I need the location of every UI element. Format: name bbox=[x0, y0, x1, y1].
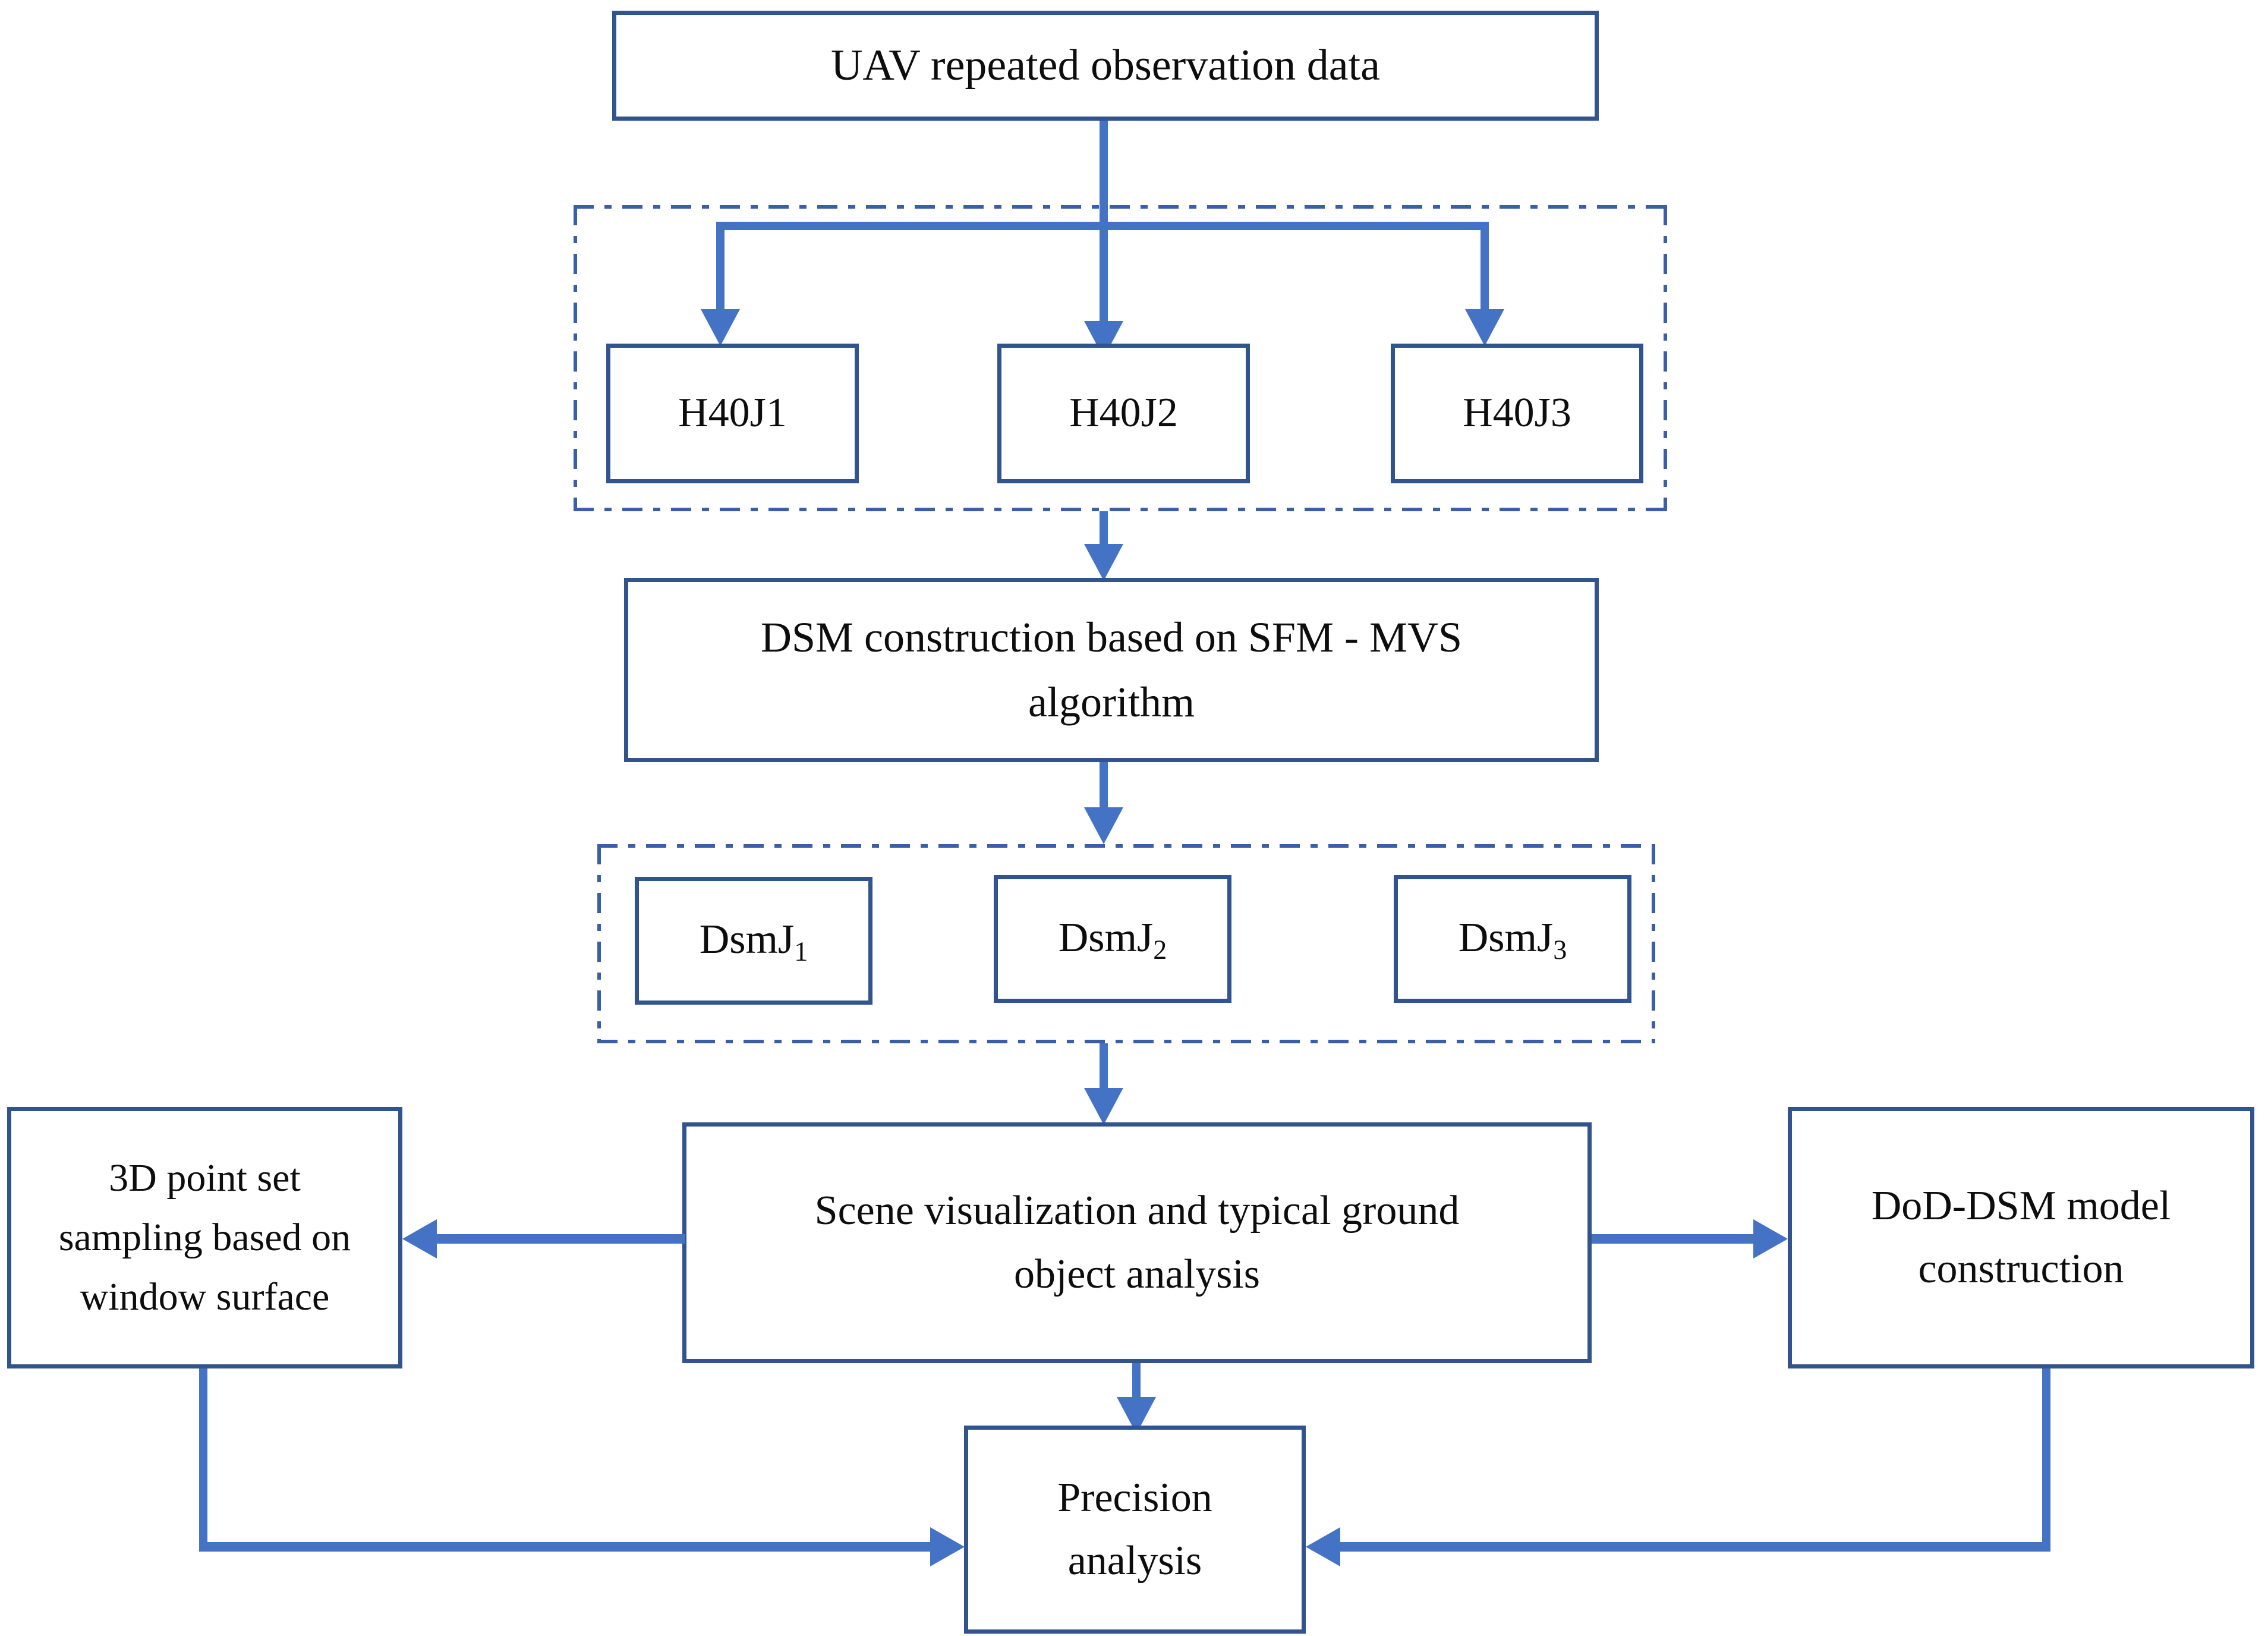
arrowhead-to-precision-right bbox=[1306, 1527, 1340, 1566]
node-point-set-line3: window surface bbox=[80, 1275, 330, 1319]
node-dsmj1[interactable]: DsmJ1 bbox=[635, 877, 872, 1005]
node-h40j1[interactable]: H40J1 bbox=[606, 344, 859, 483]
node-precision-analysis[interactable]: Precision analysis bbox=[964, 1426, 1306, 1634]
node-h40j3-label: H40J3 bbox=[1463, 390, 1571, 436]
edge-dod-to-precision-vertical bbox=[2042, 1368, 2050, 1550]
node-dsmj3-base: DsmJ bbox=[1458, 915, 1554, 961]
edge-uav-to-split bbox=[1100, 121, 1108, 222]
edge-dod-to-precision-horizontal bbox=[1340, 1542, 2050, 1552]
node-dod-dsm-model-label: DoD-DSM model construction bbox=[1861, 1175, 2182, 1301]
node-h40j2-label: H40J2 bbox=[1069, 390, 1178, 436]
edge-scene-to-dod-dsm bbox=[1592, 1234, 1753, 1244]
node-dsmj1-label: DsmJ1 bbox=[689, 908, 819, 973]
edge-scene-to-point-set bbox=[437, 1234, 685, 1244]
node-dsmj1-base: DsmJ bbox=[699, 917, 795, 963]
node-dsmj3[interactable]: DsmJ3 bbox=[1394, 875, 1631, 1003]
node-scene-visualization[interactable]: Scene visualization and typical ground o… bbox=[682, 1122, 1592, 1363]
node-scene-visualization-label: Scene visualization and typical ground o… bbox=[804, 1179, 1470, 1306]
node-dsmj2[interactable]: DsmJ2 bbox=[994, 875, 1231, 1003]
node-precision-line1: Precision bbox=[1057, 1474, 1212, 1521]
node-point-set-line1: 3D point set bbox=[109, 1156, 301, 1200]
node-scene-line2: object analysis bbox=[1013, 1251, 1261, 1297]
node-dsm-construction-label: DSM construction based on SFM - MVS algo… bbox=[750, 605, 1473, 735]
node-dod-dsm-model[interactable]: DoD-DSM model construction bbox=[1788, 1107, 2254, 1368]
edge-point-set-to-precision-horizontal bbox=[199, 1542, 930, 1552]
node-point-set-sampling[interactable]: 3D point set sampling based on window su… bbox=[7, 1107, 402, 1368]
node-point-set-sampling-label: 3D point set sampling based on window su… bbox=[48, 1149, 361, 1327]
edge-split-left-drop bbox=[716, 222, 724, 314]
arrowhead-to-h40j1 bbox=[701, 309, 740, 346]
edge-point-set-to-precision-vertical bbox=[199, 1368, 207, 1550]
node-dsmj2-subscript: 2 bbox=[1153, 935, 1167, 965]
node-h40j3[interactable]: H40J3 bbox=[1391, 344, 1643, 483]
node-dsm-construction[interactable]: DSM construction based on SFM - MVS algo… bbox=[624, 578, 1599, 762]
node-dsmj1-subscript: 1 bbox=[794, 936, 808, 967]
node-uav-data[interactable]: UAV repeated observation data bbox=[612, 11, 1599, 121]
arrowhead-to-scene bbox=[1084, 1088, 1123, 1125]
arrowhead-to-dsm-group bbox=[1084, 807, 1123, 844]
node-h40j2[interactable]: H40J2 bbox=[997, 344, 1250, 483]
arrowhead-to-point-set bbox=[402, 1219, 437, 1259]
node-dsmj2-label: DsmJ2 bbox=[1048, 907, 1178, 971]
node-dsm-construction-line2: algorithm bbox=[1028, 678, 1195, 726]
node-dsmj3-subscript: 3 bbox=[1553, 935, 1567, 965]
node-dod-line2: construction bbox=[1918, 1246, 2124, 1292]
node-h40j1-label: H40J1 bbox=[678, 390, 787, 436]
arrowhead-to-precision-left bbox=[930, 1527, 965, 1566]
node-uav-data-label: UAV repeated observation data bbox=[830, 41, 1381, 90]
node-precision-line2: analysis bbox=[1067, 1538, 1202, 1584]
edge-split-right-drop bbox=[1480, 222, 1489, 314]
node-dod-line1: DoD-DSM model bbox=[1871, 1182, 2171, 1229]
arrowhead-to-dsm-construction bbox=[1084, 544, 1123, 581]
node-dsmj2-base: DsmJ bbox=[1058, 915, 1154, 961]
node-dsmj3-label: DsmJ3 bbox=[1448, 907, 1578, 971]
node-dsm-construction-line1: DSM construction based on SFM - MVS bbox=[760, 613, 1463, 661]
arrowhead-to-dod-dsm bbox=[1753, 1219, 1788, 1259]
edge-split-mid-drop bbox=[1100, 222, 1108, 326]
node-precision-analysis-label: Precision analysis bbox=[1047, 1467, 1223, 1593]
node-point-set-line2: sampling based on bbox=[58, 1215, 351, 1259]
arrowhead-to-h40j3 bbox=[1465, 309, 1504, 346]
node-scene-line1: Scene visualization and typical ground bbox=[814, 1188, 1460, 1234]
